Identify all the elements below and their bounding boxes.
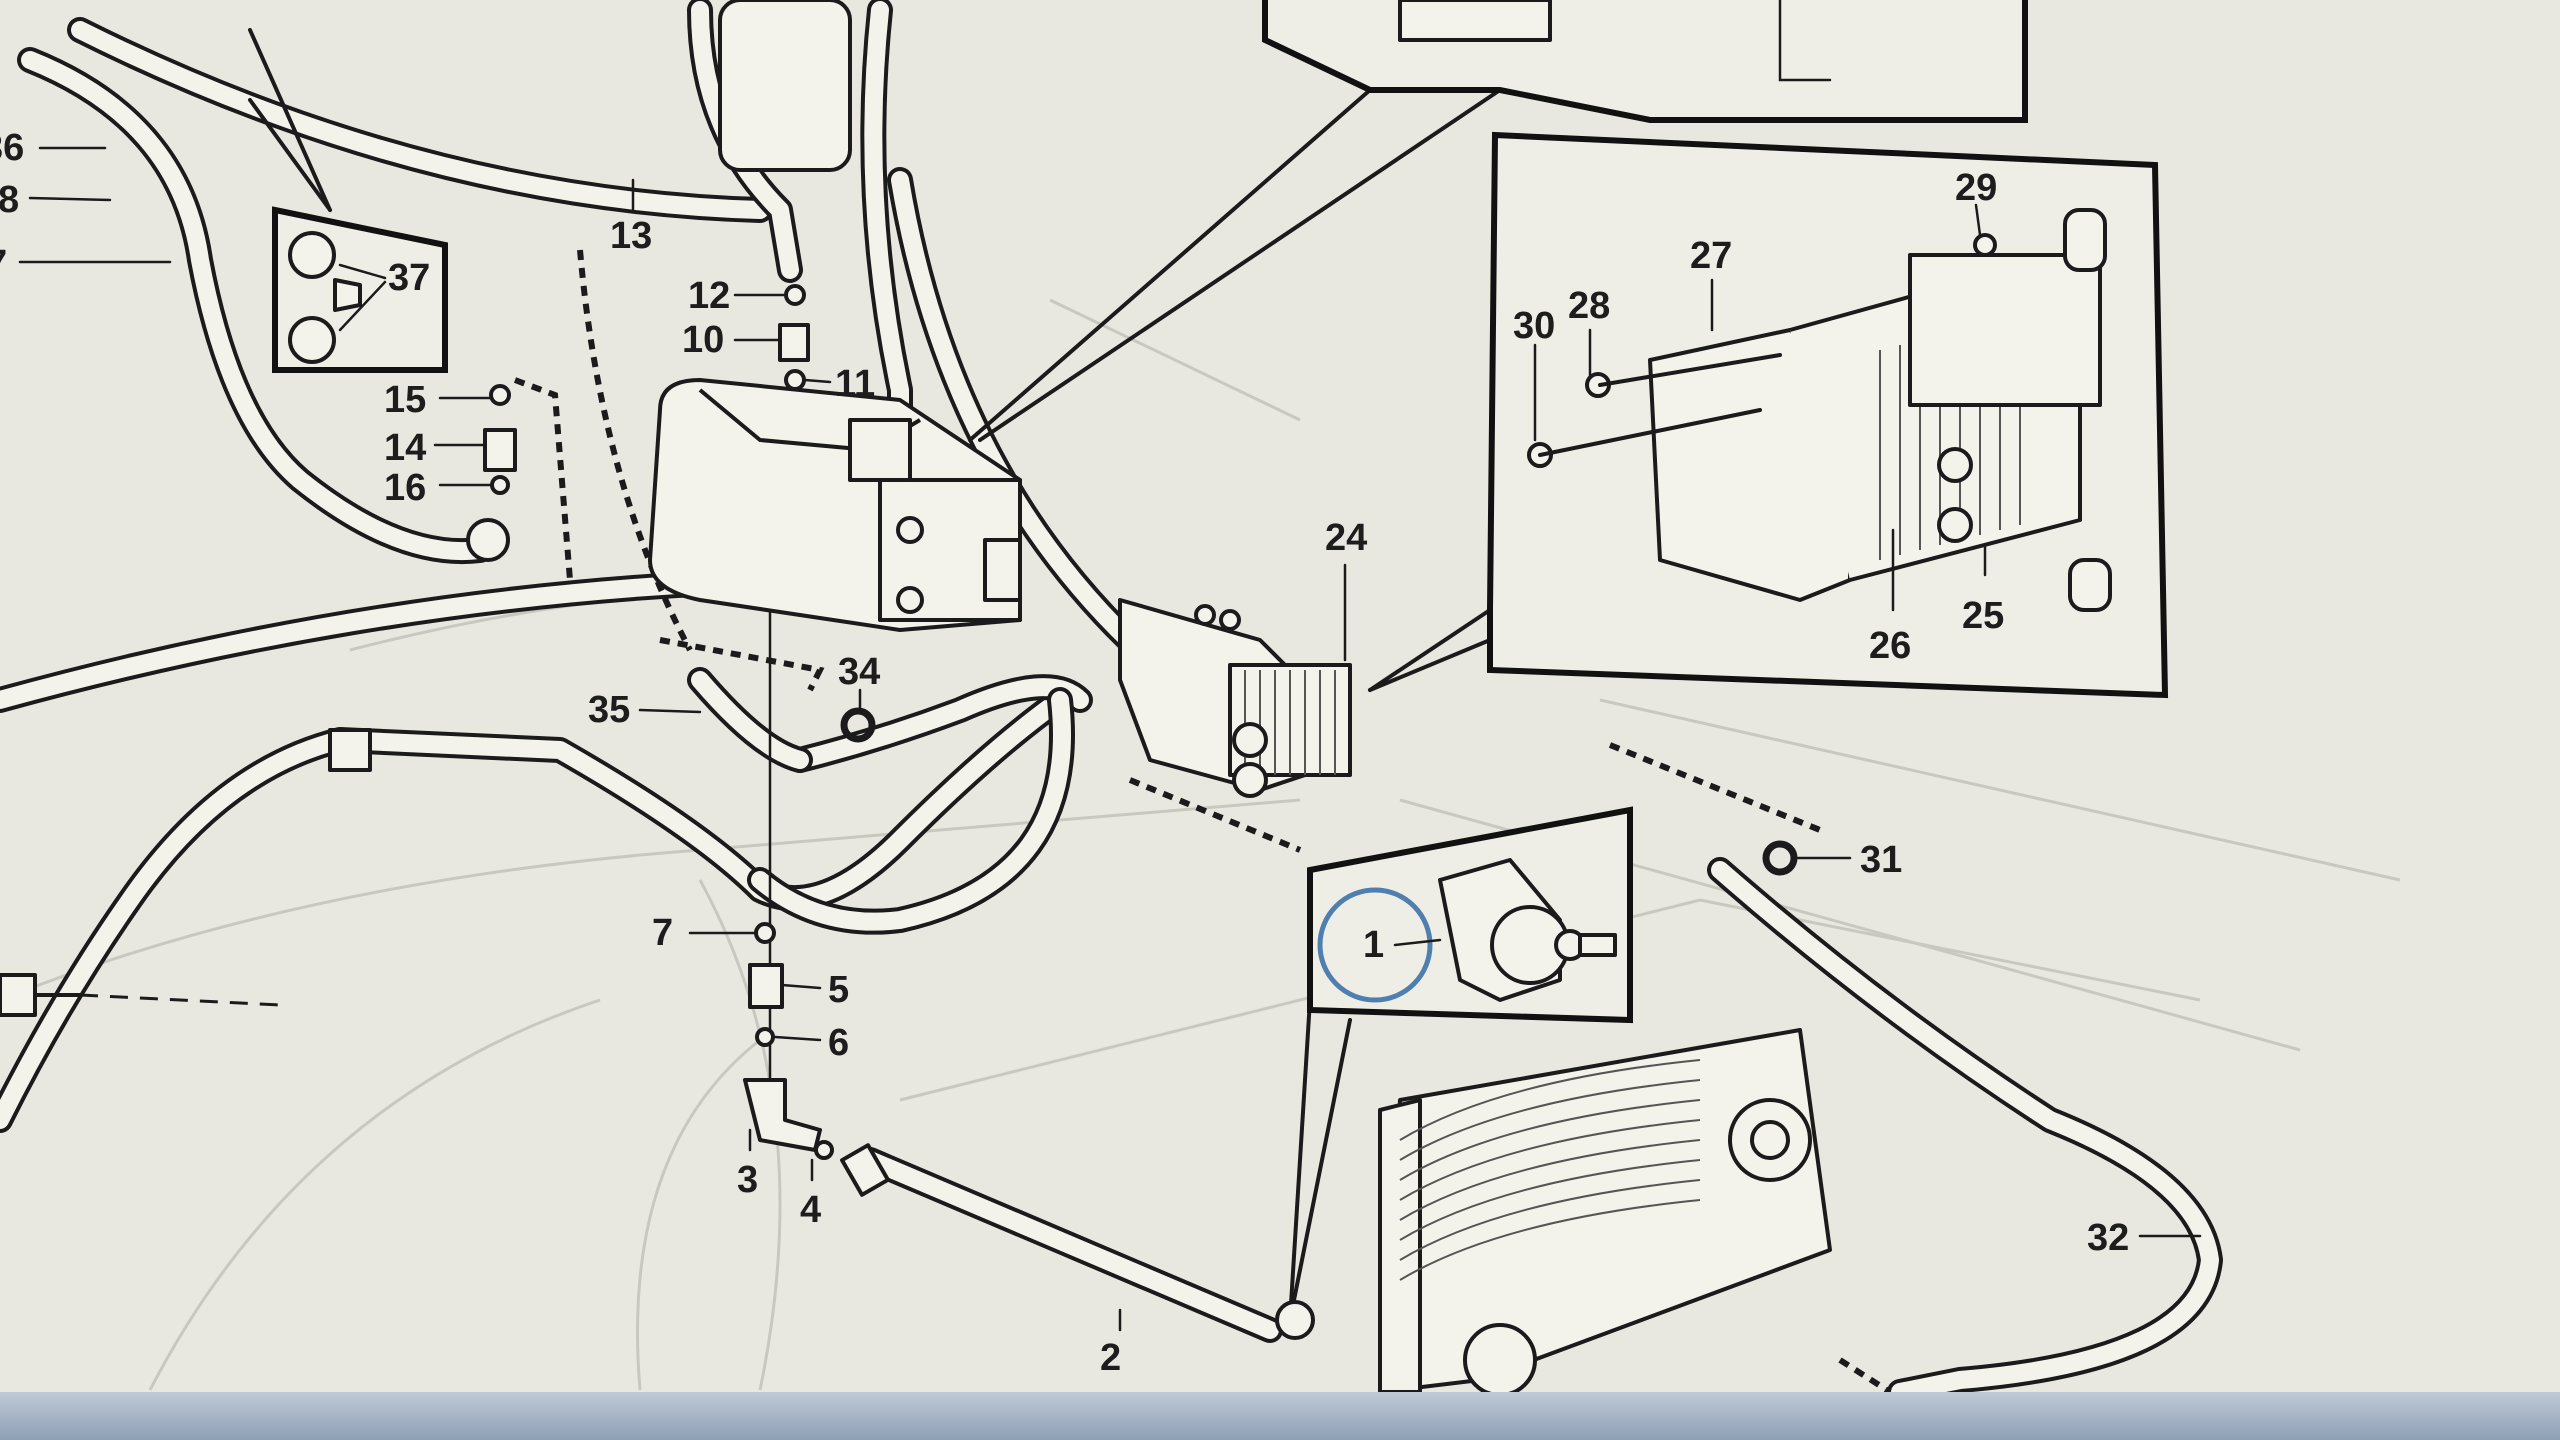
- fittings: [0, 284, 1798, 1340]
- callout-37[interactable]: 37: [388, 257, 430, 299]
- callout-27[interactable]: 27: [1690, 235, 1732, 277]
- callout-7[interactable]: 7: [652, 912, 673, 954]
- oil-cooler-small: [1118, 598, 1352, 798]
- callout-13[interactable]: 13: [610, 215, 652, 257]
- callout-16[interactable]: 16: [384, 467, 426, 509]
- inset-clamp-37: [248, 28, 448, 373]
- callout-26[interactable]: 26: [1869, 625, 1911, 667]
- callout-7-left[interactable]: 7: [0, 243, 7, 285]
- highlight-circle: [1317, 887, 1433, 1003]
- callout-12[interactable]: 12: [688, 275, 730, 317]
- callout-35[interactable]: 35: [588, 689, 630, 731]
- inset-top: [1262, 0, 2028, 123]
- heat-exchanger-large: [1378, 1028, 1832, 1392]
- callout-2[interactable]: 2: [1100, 1337, 1121, 1379]
- callout-32[interactable]: 32: [2087, 1217, 2129, 1259]
- dashed-references: [513, 249, 1892, 1392]
- callout-24[interactable]: 24: [1325, 517, 1367, 559]
- zoom-wedges: [968, 88, 1502, 1322]
- callout-8[interactable]: 8: [0, 179, 19, 221]
- monitor-bezel: [0, 1392, 2560, 1440]
- callout-10[interactable]: 10: [682, 319, 724, 361]
- callout-3[interactable]: 3: [737, 1159, 758, 1201]
- parts-diagram: 1 2 3 4 5 6 7 10 11 12 13 14 15 16 24 25: [0, 0, 2401, 1392]
- reservoir-block: [648, 0, 1022, 632]
- callout-25[interactable]: 25: [1962, 595, 2004, 637]
- inset-cooler-exploded: [1487, 131, 2169, 699]
- callout-34[interactable]: 34: [838, 651, 880, 693]
- callout-4[interactable]: 4: [800, 1189, 821, 1231]
- callout-6[interactable]: 6: [828, 1022, 849, 1064]
- callout-14[interactable]: 14: [384, 427, 426, 469]
- callout-1[interactable]: 1: [1363, 924, 1384, 966]
- callout-labels: 1 2 3 4 5 6 7 10 11 12 13 14 15 16 24 25: [0, 127, 2202, 1379]
- callout-5[interactable]: 5: [828, 969, 849, 1011]
- callout-29[interactable]: 29: [1955, 167, 1997, 209]
- callout-31[interactable]: 31: [1860, 839, 1902, 881]
- callout-36[interactable]: 36: [0, 127, 24, 169]
- callout-15[interactable]: 15: [384, 379, 426, 421]
- callout-28[interactable]: 28: [1568, 285, 1610, 327]
- callout-30[interactable]: 30: [1513, 305, 1555, 347]
- callout-11[interactable]: 11: [835, 363, 875, 405]
- inset-sensor-1: [1307, 806, 1633, 1024]
